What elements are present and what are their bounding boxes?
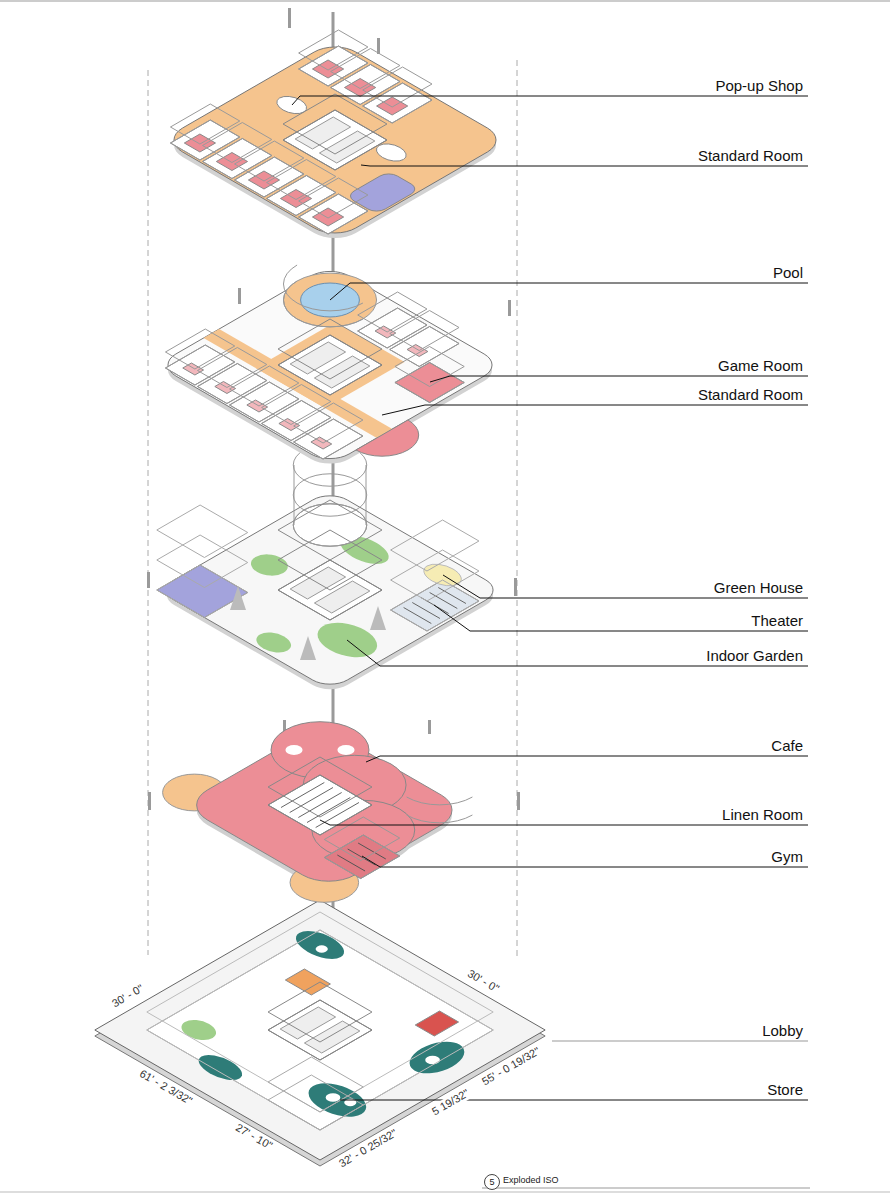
room-label: Theater: [751, 612, 803, 630]
room-label: Store: [767, 1081, 803, 1099]
room-label: Game Room: [718, 357, 803, 375]
callout-circle: 5: [484, 1174, 500, 1190]
view-title: Exploded ISO: [503, 1175, 559, 1186]
room-label: Standard Room: [698, 386, 803, 404]
room-label: Pool: [773, 264, 803, 282]
room-label: Green House: [714, 579, 803, 597]
room-label: Indoor Garden: [706, 647, 803, 665]
callout-number: 5: [489, 1177, 494, 1187]
room-label: Standard Room: [698, 147, 803, 165]
room-label: Cafe: [771, 737, 803, 755]
room-label: Linen Room: [722, 806, 803, 824]
room-label: Pop-up Shop: [715, 77, 803, 95]
room-label: Gym: [771, 848, 803, 866]
room-label: Lobby: [762, 1022, 803, 1040]
